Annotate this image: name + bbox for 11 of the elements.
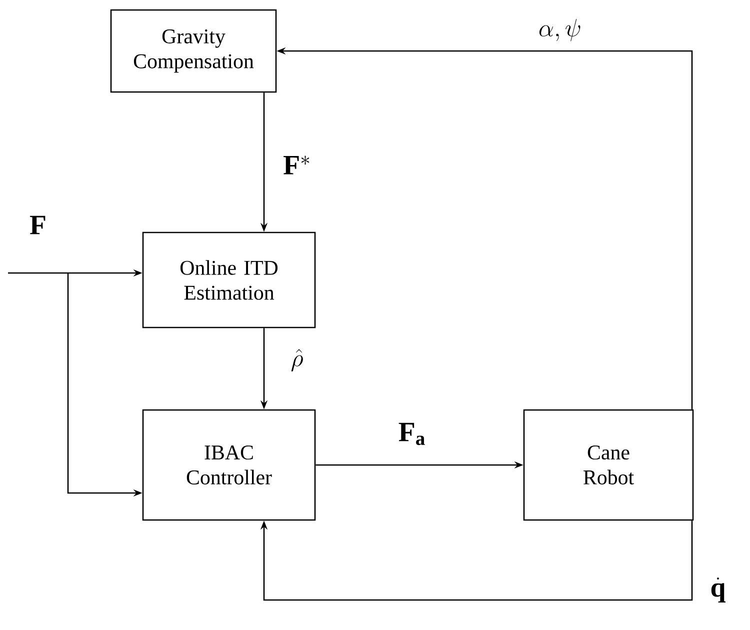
edge-label: $\mathbf{F}$ <box>30 216 46 234</box>
process-box: IBAC Controller <box>142 409 316 521</box>
edge-label: $\mathbf{F}^{*}$ <box>284 156 310 174</box>
process-box: Online ITD Estimation <box>142 232 316 328</box>
edge-label: $\alpha,\psi$ <box>539 18 580 42</box>
edge-label: $\mathbf{F}_{\mathbf{a}}$ <box>398 422 425 446</box>
edge-label: $\dot{\mathbf{q}}$ <box>711 578 726 602</box>
process-box: Cane Robot <box>523 409 694 521</box>
arrow <box>260 520 693 601</box>
edge-label: $\hat{\rho}$ <box>291 348 303 372</box>
process-box: Gravity Compensation <box>110 9 277 93</box>
